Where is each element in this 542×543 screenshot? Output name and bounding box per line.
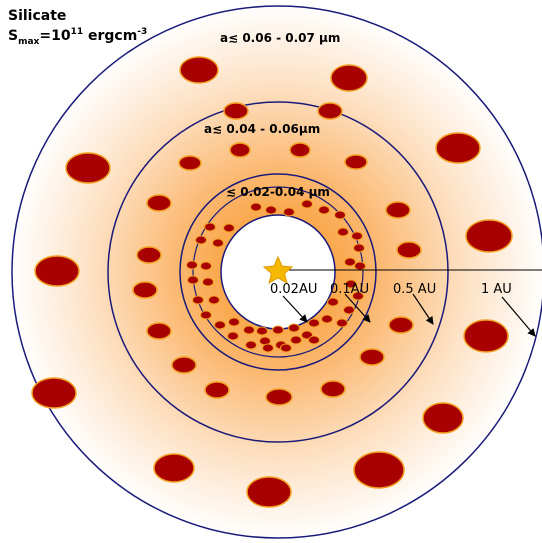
dust-grain — [195, 235, 207, 245]
dust-grain — [330, 64, 368, 92]
dust-grain — [179, 56, 219, 84]
dust-grain — [171, 356, 197, 374]
zone-label-middle: a≲ 0.04 - 0.06μm — [204, 122, 320, 136]
inner-orbit-inner — [192, 186, 364, 358]
dust-grain — [227, 331, 239, 341]
dust-grain — [288, 323, 300, 333]
title-smax: Smax=1011 ergcm-3 — [8, 27, 147, 47]
dust-grain — [308, 335, 320, 345]
dust-grain — [186, 260, 198, 270]
dust-grain — [337, 227, 349, 237]
dust-grain — [208, 295, 220, 305]
dust-grain — [65, 152, 111, 184]
dust-grain — [336, 318, 348, 328]
dust-grain — [265, 205, 277, 215]
dust-grain — [265, 388, 293, 406]
radius-label-0-5au: 0.5 AU — [393, 282, 436, 297]
dust-grain — [187, 275, 199, 285]
dust-grain — [212, 238, 224, 248]
dust-grain — [272, 325, 284, 335]
dust-grain — [334, 210, 346, 220]
dust-grain — [465, 219, 513, 253]
dust-grain — [320, 380, 346, 398]
dust-grain — [228, 317, 240, 327]
dust-grain — [317, 102, 343, 120]
smax-unit: ergcm — [83, 28, 137, 44]
dust-grain — [223, 102, 249, 120]
dust-grain — [352, 291, 364, 301]
dust-grain — [246, 476, 292, 508]
dust-grain — [344, 154, 368, 170]
dust-grain — [289, 142, 311, 158]
dust-grain — [283, 207, 295, 217]
dust-grain — [214, 320, 226, 330]
dust-grain — [353, 243, 365, 253]
radius-label-0-1au: 0.1AU — [330, 282, 369, 297]
dust-grain — [385, 201, 411, 219]
radius-label-0-02au: 0.02AU — [270, 282, 317, 297]
smax-symbol: S — [8, 28, 18, 44]
dust-grain — [422, 402, 464, 434]
dust-grain — [146, 194, 172, 212]
star-icon — [262, 255, 294, 285]
dust-grain — [146, 322, 172, 340]
dust-grains — [31, 56, 513, 508]
dust-grain — [202, 277, 214, 287]
smax-unit-exponent: -3 — [137, 27, 147, 37]
dust-grain — [318, 205, 330, 215]
dust-grain — [359, 348, 385, 366]
dust-grain — [353, 451, 405, 489]
radius-label-1au: 1 AU — [481, 282, 512, 297]
dust-grain — [345, 279, 357, 289]
smax-exponent: 11 — [71, 27, 84, 37]
dust-grain — [280, 343, 292, 353]
dust-grain — [200, 261, 212, 271]
dust-grain — [204, 222, 216, 232]
dust-grain — [31, 377, 77, 409]
dust-grain — [256, 326, 268, 336]
dust-grain — [178, 155, 202, 171]
middle-orbit — [107, 101, 449, 443]
dust-grain — [344, 257, 356, 267]
dust-grain — [229, 142, 251, 158]
dust-grain — [388, 316, 414, 334]
dust-grain — [223, 223, 235, 233]
dust-grain — [396, 241, 422, 259]
arrow-0-1au — [344, 293, 371, 323]
dust-grain — [250, 202, 262, 212]
title-material: Silicate — [8, 8, 66, 24]
dust-grain — [301, 199, 313, 209]
dust-grain — [262, 343, 274, 353]
zone-label-inner: ≲ 0.02-0.04 μm — [226, 185, 330, 199]
dust-grain — [435, 132, 481, 164]
arrow-0-02au — [282, 295, 308, 323]
dust-grain — [136, 246, 162, 264]
dust-grain — [463, 319, 509, 353]
dust-grain — [308, 318, 320, 328]
dust-grain — [34, 255, 80, 287]
dust-grain — [200, 310, 212, 320]
arrow-0-5au — [412, 293, 434, 325]
zone-label-outer: a≲ 0.06 - 0.07 μm — [220, 31, 340, 45]
dust-grain — [327, 297, 339, 307]
dust-grain — [354, 261, 366, 271]
dust-grain — [290, 335, 302, 345]
dust-grain — [321, 314, 333, 324]
dust-grain — [204, 381, 230, 399]
smax-value: =10 — [39, 28, 70, 44]
smax-subscript: max — [18, 37, 39, 47]
dust-grain — [192, 295, 204, 305]
dust-grain — [153, 453, 195, 483]
dust-grain — [245, 340, 257, 350]
dust-grain — [351, 231, 363, 241]
dust-grain — [243, 325, 255, 335]
arrow-1au — [501, 296, 536, 337]
inner-orbit-outer — [179, 173, 377, 371]
dust-grain — [132, 281, 158, 299]
dust-grain — [343, 305, 355, 315]
